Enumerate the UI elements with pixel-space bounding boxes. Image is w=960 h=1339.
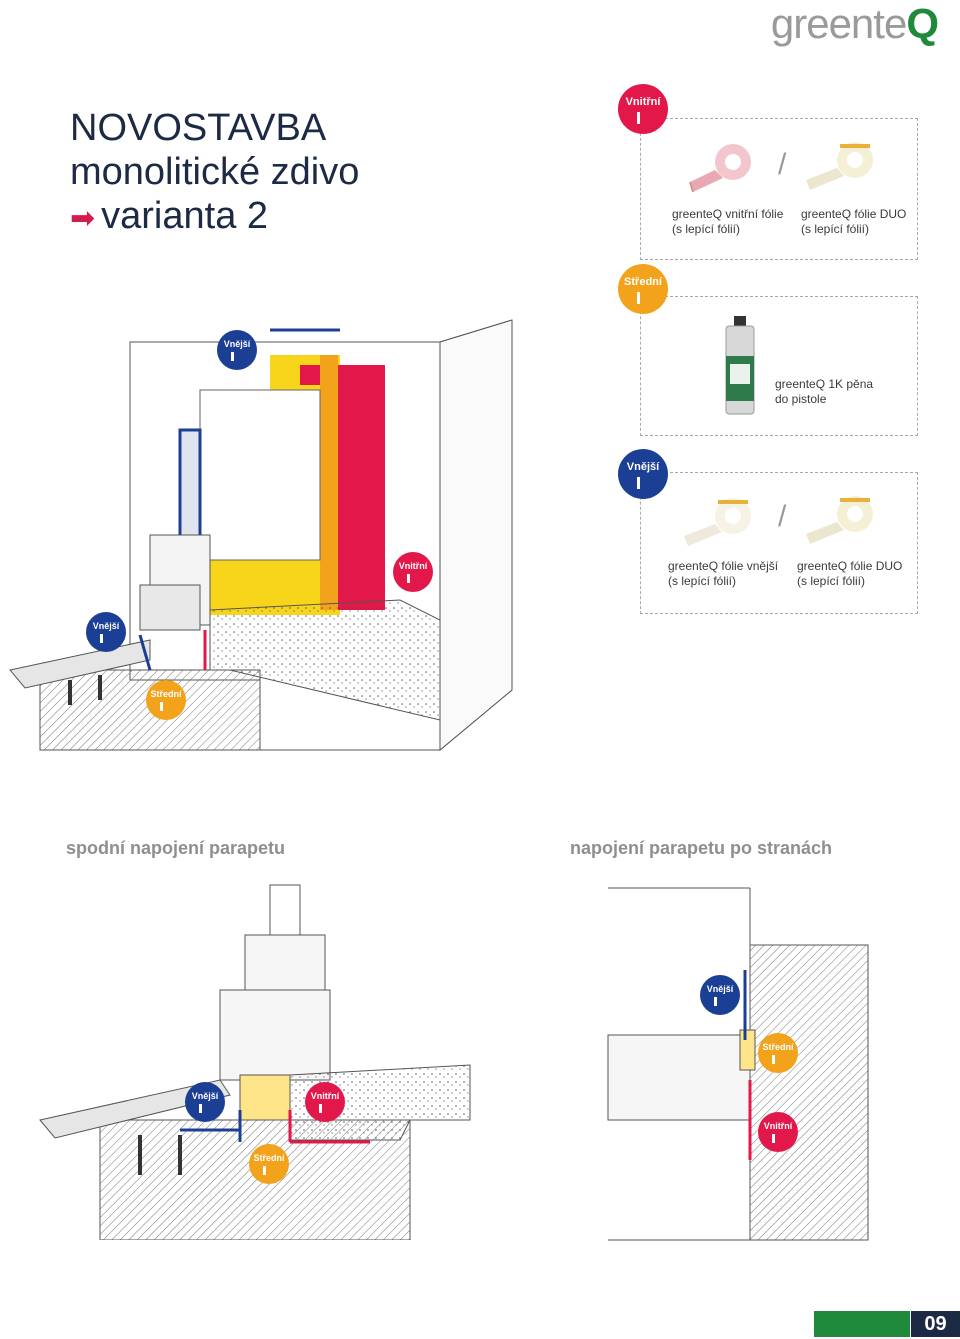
- product-name: greenteQ fólie DUO: [801, 207, 907, 221]
- badge-label: Vnitřní: [763, 1121, 793, 1131]
- window-3d-cross-section: [9, 319, 513, 752]
- badge-outer-top: Vnější: [618, 449, 668, 499]
- section-title-right: napojení parapetu po stranách: [570, 838, 833, 858]
- slash-divider: /: [778, 148, 787, 181]
- duo-foil-roll-image: [806, 496, 873, 544]
- badge-middle-main: Střední: [146, 680, 186, 720]
- inner-foil-roll-image: [689, 144, 751, 193]
- title-line-1: NOVOSTAVBA: [70, 107, 327, 149]
- badge-label: Střední: [150, 689, 182, 699]
- product-sub: (s lepící fólií): [797, 574, 866, 588]
- badge-middle-right-detail: Střední: [758, 1033, 798, 1073]
- badge-middle-top: Střední: [618, 264, 668, 314]
- badge-outer-main-1: Vnější: [217, 330, 257, 370]
- page-title: NOVOSTAVBA monolitické zdivo ➡varianta 2: [70, 106, 359, 241]
- badge-label: Vnější: [191, 1091, 219, 1101]
- logo-q: Q: [906, 0, 939, 47]
- badge-label: Vnitřní: [310, 1091, 340, 1101]
- product-sub: (s lepící fólií): [668, 574, 737, 588]
- badge-label: Vnější: [92, 621, 120, 631]
- product-sub: do pistole: [775, 392, 827, 406]
- sill-side-detail-drawing: [607, 887, 869, 1241]
- foam-can-image: [725, 316, 755, 415]
- product-outer-2-label: greenteQ fólie DUO(s lepící fólií): [797, 559, 902, 589]
- product-inner-2-label: greenteQ fólie DUO(s lepící fólií): [801, 207, 906, 237]
- title-line-3-row: ➡varianta 2: [70, 194, 359, 241]
- badge-inner-main: Vnitřní: [393, 552, 433, 592]
- panel-middle-products: [640, 296, 918, 436]
- badge-inner-left-detail: Vnitřní: [305, 1082, 345, 1122]
- product-outer-1-label: greenteQ fólie vnější(s lepící fólií): [668, 559, 778, 589]
- product-inner-1-label: greenteQ vnitřní fólie(s lepící fólií): [672, 207, 783, 237]
- product-name: greenteQ fólie DUO: [797, 559, 903, 573]
- page-number: 09: [911, 1311, 960, 1337]
- product-name: greenteQ vnitřní fólie: [672, 207, 784, 221]
- section-title-left: spodní napojení parapetu: [66, 838, 286, 858]
- panel-inner-products: [640, 118, 918, 260]
- badge-label: Střední: [762, 1042, 794, 1052]
- badge-label: Vnitřní: [398, 561, 428, 571]
- footer-brand-bar: [814, 1311, 910, 1337]
- badge-middle-left-detail: Střední: [249, 1144, 289, 1184]
- panel-outer-products: [640, 472, 918, 614]
- badge-label: Vnitřní: [625, 96, 661, 108]
- badge-outer-main-2: Vnější: [86, 612, 126, 652]
- outer-foil-roll-image: [684, 498, 751, 546]
- product-name: greenteQ 1K pěna: [775, 377, 874, 391]
- badge-label: Vnější: [223, 339, 251, 349]
- product-sub: (s lepící fólií): [672, 222, 741, 236]
- badge-label: Střední: [253, 1153, 285, 1163]
- title-line-3: varianta 2: [101, 195, 269, 237]
- product-sub: (s lepící fólií): [801, 222, 870, 236]
- duo-foil-roll-image: [806, 142, 873, 190]
- product-name: greenteQ fólie vnější: [668, 559, 779, 573]
- title-line-2: monolitické zdivo: [70, 151, 360, 193]
- badge-outer-left-detail: Vnější: [185, 1082, 225, 1122]
- arrow-right-icon: ➡: [70, 202, 96, 235]
- brand-logo: greenteQ: [770, 0, 939, 48]
- badge-label: Střední: [624, 276, 662, 288]
- slash-divider: /: [778, 500, 787, 533]
- badge-label: Vnější: [706, 984, 734, 994]
- badge-inner-top: Vnitřní: [618, 84, 668, 134]
- logo-text: greente: [770, 0, 907, 47]
- badge-label: Vnější: [626, 461, 660, 473]
- badge-outer-right-detail: Vnější: [700, 975, 740, 1015]
- badge-inner-right-detail: Vnitřní: [758, 1112, 798, 1152]
- sill-bottom-detail-drawing: [39, 884, 471, 1240]
